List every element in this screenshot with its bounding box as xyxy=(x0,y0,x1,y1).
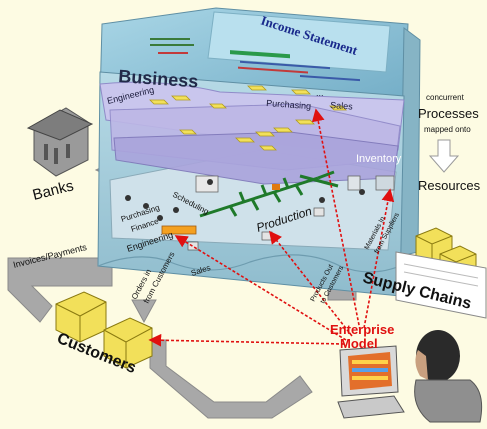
banks-label: Banks xyxy=(31,177,76,204)
model-label: Model xyxy=(340,336,378,351)
enterprise-label: Enterprise xyxy=(330,322,394,337)
income-statement-document xyxy=(150,11,391,82)
mapped-onto-label: mapped onto xyxy=(424,125,471,134)
production-line xyxy=(199,170,339,218)
banks-building-icon xyxy=(26,107,94,177)
sales-top-label: Sales xyxy=(330,100,354,112)
process-nodes xyxy=(149,85,347,151)
customer-boxes-icon xyxy=(55,291,153,369)
supply-chains-sheet xyxy=(395,251,487,319)
purchasing-top-label: Purchasing xyxy=(266,98,312,111)
concurrent-label: concurrent xyxy=(426,93,465,102)
processes-label: Processes xyxy=(418,106,479,121)
inventory-label: Inventory xyxy=(356,153,402,165)
business-layers xyxy=(99,81,405,185)
user-at-computer-icon xyxy=(337,330,483,423)
ellipsis-label: ... xyxy=(316,88,324,98)
floor-equipment xyxy=(125,175,395,251)
resources-label: Resources xyxy=(418,178,481,193)
enterprise-model-arrows xyxy=(148,108,395,347)
